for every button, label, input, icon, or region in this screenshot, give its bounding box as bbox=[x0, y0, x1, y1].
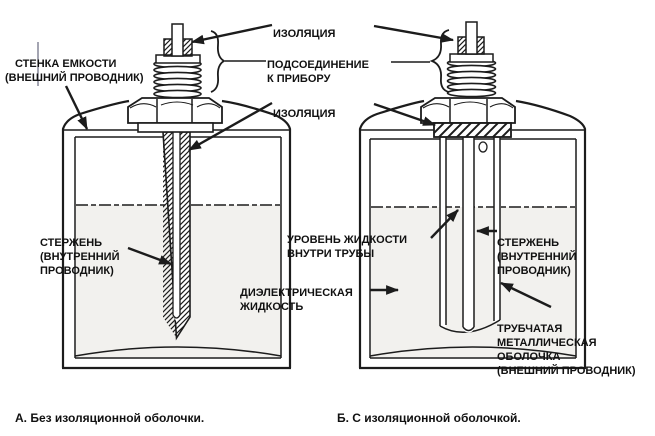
arrow-level-in-tube bbox=[430, 209, 459, 239]
label-sheath-line3: ОБОЛОЧКА bbox=[497, 351, 560, 363]
label-sheath-line4: (ВНЕШНИЙ ПРОВОДНИК) bbox=[497, 364, 636, 377]
label-rod-a-line3: ПРОВОДНИК) bbox=[40, 265, 114, 277]
label-rod-a-line2: (ВНУТРЕННИЙ bbox=[40, 250, 120, 263]
label-rod-b-line3: ПРОВОДНИК) bbox=[497, 265, 571, 277]
label-dielectric-line2: ЖИДКОСТЬ bbox=[239, 301, 303, 313]
label-tank-wall-line1: СТЕНКА ЕМКОСТИ bbox=[15, 58, 117, 70]
label-insulation-bushing: ИЗОЛЯЦИЯ bbox=[273, 108, 336, 120]
label-sheath-line2: МЕТАЛЛИЧЕСКАЯ bbox=[497, 337, 597, 349]
arrow-insulation-bushing-a bbox=[188, 101, 273, 152]
caption-a: А. Без изоляционной оболочки. bbox=[15, 411, 204, 425]
tank-b-outer-wall-left bbox=[358, 99, 425, 368]
arrow-insulation-bushing-b bbox=[373, 102, 437, 127]
gland-a bbox=[127, 23, 223, 133]
label-sheath-line1: ТРУБЧАТАЯ bbox=[497, 323, 562, 335]
terminal-rod-a bbox=[171, 23, 184, 57]
label-rod-b-line2: (ВНУТРЕННИЙ bbox=[497, 250, 577, 263]
label-connection-line1: ПОДСОЕДИНЕНИЕ bbox=[267, 59, 369, 71]
terminal-rod-b bbox=[465, 21, 478, 55]
leader-arrows bbox=[64, 23, 552, 309]
labels: СТЕНКА ЕМКОСТИ (ВНЕШНИЙ ПРОВОДНИК) ИЗОЛЯ… bbox=[5, 28, 636, 425]
label-insulation-top: ИЗОЛЯЦИЯ bbox=[273, 28, 336, 40]
rod-a bbox=[162, 131, 191, 341]
hex-nut-a bbox=[127, 97, 223, 124]
caption-b: Б. С изоляционной оболочкой. bbox=[337, 411, 521, 425]
tank-b bbox=[358, 21, 587, 370]
label-rod-a-line1: СТЕРЖЕНЬ bbox=[40, 237, 102, 249]
washer-a bbox=[137, 122, 214, 133]
label-level-line1: УРОВЕНЬ ЖИДКОСТИ bbox=[287, 234, 407, 246]
thread-stack-a bbox=[153, 59, 202, 99]
arrow-tank-wall bbox=[64, 85, 89, 130]
gland-b bbox=[420, 21, 516, 138]
tank-b-outer-wall-right bbox=[515, 99, 587, 368]
label-dielectric-line1: ДИЭЛЕКТРИЧЕСКАЯ bbox=[240, 287, 353, 299]
collar-b bbox=[449, 53, 494, 63]
sheath-vent-hole bbox=[478, 141, 488, 153]
arrow-insulation-top-a bbox=[190, 23, 273, 45]
tank-a-dished-bottom bbox=[74, 346, 282, 357]
tank-a-outer-wall-right bbox=[221, 99, 292, 368]
label-rod-b-line1: СТЕРЖЕНЬ bbox=[497, 237, 559, 249]
hex-nut-b bbox=[420, 97, 516, 124]
label-tank-wall-line2: (ВНЕШНИЙ ПРОВОДНИК) bbox=[5, 71, 144, 84]
rod-b bbox=[462, 137, 475, 333]
thread-stack-b bbox=[446, 58, 497, 98]
arrow-rod-a bbox=[127, 246, 173, 266]
label-connection-line2: К ПРИБОРУ bbox=[267, 73, 331, 85]
tank-a bbox=[61, 23, 292, 370]
arrow-insulation-top-b bbox=[373, 24, 455, 43]
arrow-sheath bbox=[500, 281, 552, 309]
label-level-line2: ВНУТРИ ТРУБЫ bbox=[287, 248, 374, 260]
sheath-tube bbox=[439, 137, 501, 333]
tank-b-dished-bottom bbox=[369, 346, 577, 357]
brace-connection-a bbox=[210, 30, 226, 93]
